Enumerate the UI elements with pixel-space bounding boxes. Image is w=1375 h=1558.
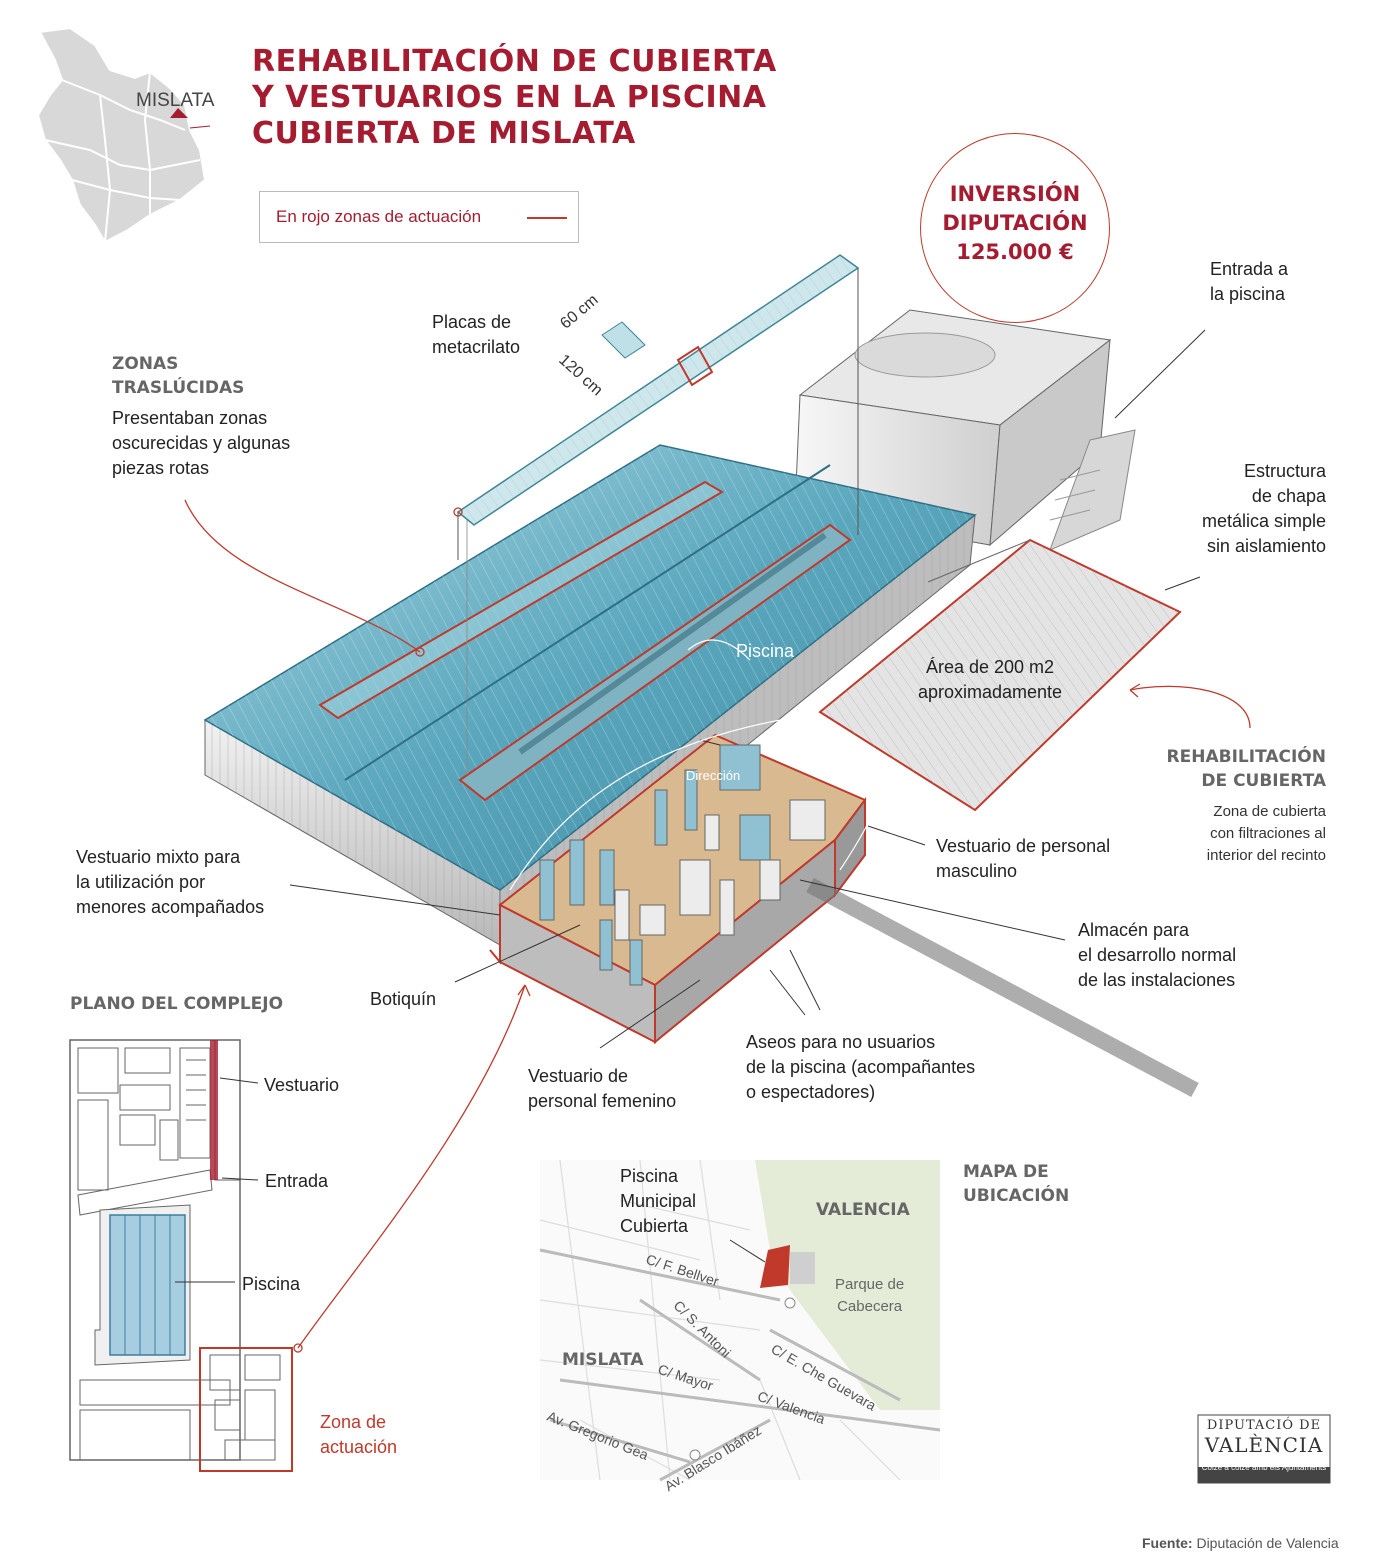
aseos-line-3: o espectadores)	[746, 1082, 876, 1102]
accent-curves	[184, 499, 1251, 1353]
area-label: Área de 200 m2 aproximadamente	[905, 655, 1075, 705]
source-label: Fuente:	[1142, 1535, 1193, 1551]
legend-box	[259, 191, 579, 243]
vest-fem-line-1: Vestuario de	[528, 1066, 629, 1086]
leader-lines	[289, 329, 1206, 1049]
vest-masc-line-2: masculino	[936, 861, 1018, 881]
area-line-1: Área de 200 m2	[925, 657, 1055, 677]
mapa-title: MAPA DE UBICACIÓN	[963, 1160, 1069, 1208]
plano-title: PLANO DEL COMPLEJO	[70, 994, 284, 1014]
vest-fem-line-2: personal femenino	[528, 1091, 677, 1111]
area-line-2: aproximadamente	[917, 682, 1063, 702]
rehab-desc-2: con filtraciones al	[1210, 825, 1326, 842]
vest-mixto-line-3: menores acompañados	[76, 897, 265, 917]
diputacio-logo	[1197, 1414, 1331, 1484]
mapa-parque: Parque de Cabecera	[835, 1274, 904, 1318]
aseos-line-2: de la piscina (acompañantes	[746, 1057, 976, 1077]
estructura-line-2: de chapa	[1251, 486, 1326, 506]
rehab-roof-area	[818, 538, 1182, 812]
zonas-desc-2: oscurecidas y algunas	[112, 433, 291, 453]
mapa-valencia: VALENCIA	[816, 1200, 910, 1220]
placas-label: Placas de metacrilato	[432, 310, 520, 360]
page-title: REHABILITACIÓN DE CUBIERTA Y VESTUARIOS …	[252, 44, 812, 152]
mapa-title-1: MAPA DE	[963, 1162, 1049, 1182]
region-label: MISLATA	[136, 90, 215, 111]
logo-text: DIPUTACIÓ DE VALÈNCIA Colze a colze amb …	[1198, 1418, 1330, 1472]
investment-text: INVERSIÓN DIPUTACIÓN 125.000 €	[930, 180, 1100, 267]
title-line-1: REHABILITACIÓN DE CUBIERTA	[252, 44, 777, 79]
vest-mixto-line-1: Vestuario mixto para	[76, 847, 241, 867]
zonas-heading-1: ZONAS	[112, 354, 179, 374]
zonas-heading-2: TRASLÚCIDAS	[112, 378, 245, 398]
region-map	[36, 26, 211, 244]
direccion-label: Dirección	[686, 768, 741, 783]
plano-zona-line-2: actuación	[320, 1437, 398, 1457]
title-line-3: CUBIERTA DE MISLATA	[252, 116, 636, 151]
mapa-piscina: Piscina Municipal Cubierta	[620, 1164, 696, 1239]
legend-line	[527, 217, 567, 219]
entrada-line-1: Entrada a	[1210, 259, 1289, 279]
mapa-title-2: UBICACIÓN	[963, 1186, 1070, 1206]
logo-tagline: Colze a colze amb els Ajuntaments	[1201, 1463, 1327, 1472]
acrylic-strip	[456, 254, 860, 775]
rehab-heading-1: REHABILITACIÓN	[1166, 747, 1326, 767]
plano-zona: Zona de actuación	[320, 1410, 397, 1460]
location-map	[539, 1159, 941, 1482]
entrada-label: Entrada a la piscina	[1210, 257, 1288, 307]
aseos-label: Aseos para no usuarios de la piscina (ac…	[746, 1030, 975, 1105]
rehab-desc-1: Zona de cubierta	[1213, 803, 1326, 820]
plano-vestuario: Vestuario	[264, 1075, 340, 1095]
rehab-desc-3: interior del recinto	[1206, 847, 1326, 864]
botiquin-label: Botiquín	[370, 989, 437, 1009]
rehab-block: REHABILITACIÓN DE CUBIERTA Zona de cubie…	[1120, 745, 1326, 867]
mapa-parque-1: Parque de	[835, 1276, 905, 1293]
source-text: Diputación de Valencia	[1196, 1535, 1339, 1551]
placas-line-1: Placas de	[432, 312, 512, 332]
vest-fem-label: Vestuario de personal femenino	[528, 1064, 676, 1114]
placas-line-2: metacrilato	[432, 337, 521, 357]
investment-line-1: INVERSIÓN	[949, 182, 1081, 206]
almacen-label: Almacén para el desarrollo normal de las…	[1078, 918, 1236, 993]
estructura-line-3: metálica simple	[1201, 511, 1326, 531]
zonas-desc-3: piezas rotas	[112, 458, 210, 478]
title-line-2: Y VESTUARIOS EN LA PISCINA	[252, 80, 767, 115]
investment-amount: 125.000 €	[956, 240, 1074, 264]
plano-entrada: Entrada	[265, 1171, 329, 1191]
piscina-label: Piscina	[736, 641, 795, 661]
vest-mixto-line-2: la utilización por	[76, 872, 206, 892]
estructura-line-4: sin aislamiento	[1206, 536, 1326, 556]
zonas-block: ZONAS TRASLÚCIDAS Presentaban zonas oscu…	[112, 352, 290, 481]
entrada-line-2: la piscina	[1210, 284, 1286, 304]
white-curves	[509, 639, 881, 891]
almacen-line-3: de las instalaciones	[1078, 970, 1236, 990]
logo-line-1: DIPUTACIÓ DE	[1206, 1418, 1322, 1433]
aseos-line-1: Aseos para no usuarios	[746, 1032, 936, 1052]
mapa-parque-2: Cabecera	[837, 1298, 903, 1315]
mapa-piscina-2: Municipal	[620, 1191, 697, 1211]
logo-line-2: VALÈNCIA	[1204, 1433, 1324, 1457]
plano-zona-line-1: Zona de	[320, 1412, 387, 1432]
source: Fuente: Diputación de Valencia	[1142, 1532, 1339, 1554]
almacen-line-2: el desarrollo normal	[1078, 945, 1237, 965]
vest-mixto-label: Vestuario mixto para la utilización por …	[76, 845, 264, 920]
legend-text: En rojo zonas de actuación	[276, 207, 482, 226]
changing-rooms-cutaway	[489, 733, 1199, 1098]
floor-plan	[69, 1039, 293, 1472]
vest-masc-label: Vestuario de personal masculino	[936, 834, 1110, 884]
rehab-heading-2: DE CUBIERTA	[1201, 771, 1326, 791]
vest-masc-line-1: Vestuario de personal	[936, 836, 1111, 856]
zonas-desc-1: Presentaban zonas	[112, 408, 268, 428]
estructura-label: Estructura de chapa metálica simple sin …	[1130, 459, 1326, 559]
almacen-line-1: Almacén para	[1078, 920, 1190, 940]
mapa-piscina-3: Cubierta	[620, 1216, 689, 1236]
estructura-line-1: Estructura	[1243, 461, 1326, 481]
investment-line-2: DIPUTACIÓN	[942, 211, 1088, 235]
mapa-mislata: MISLATA	[562, 1350, 644, 1370]
investment-circle	[920, 133, 1110, 323]
mapa-piscina-1: Piscina	[620, 1166, 679, 1186]
plano-piscina: Piscina	[242, 1274, 301, 1294]
